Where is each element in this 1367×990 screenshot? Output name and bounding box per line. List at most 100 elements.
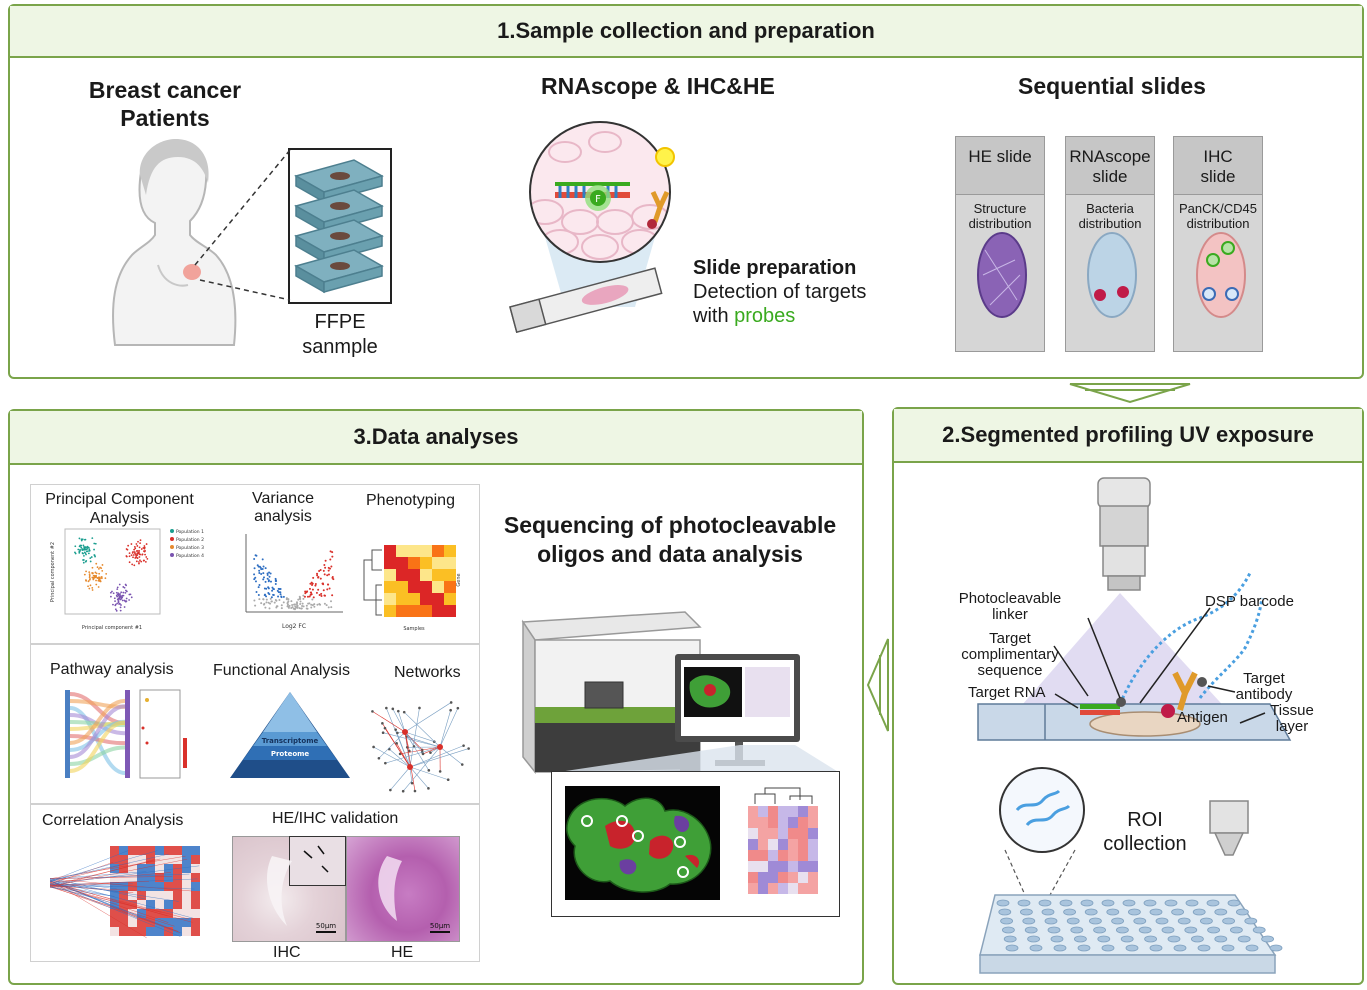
correlation-title: Correlation Analysis xyxy=(42,812,184,829)
variance-title-line2: analysis xyxy=(254,508,312,525)
label-target-antibody: Target antibody xyxy=(1228,671,1300,703)
label-target-comp-line2: complimentary xyxy=(961,646,1059,663)
slide-he-header: HE slide xyxy=(956,137,1044,195)
label-target-comp-line3: sequence xyxy=(977,662,1043,679)
ffpe-label: FFPE sanmple xyxy=(290,310,390,360)
sequencing-title: Sequencing of photocleavable oligos and … xyxy=(495,511,845,569)
he-micrograph xyxy=(346,836,460,942)
pca-scatter-plot: Population 1 Population 2 Population 3 P… xyxy=(50,528,204,631)
ffpe-label-line1: FFPE xyxy=(314,311,366,333)
dsp-mechanism-illustration xyxy=(977,477,1292,741)
patients-title-line1: Breast cancer xyxy=(88,77,242,103)
pca-title: Principal Component Analysis xyxy=(32,490,207,528)
networks-graph xyxy=(371,701,470,793)
phenotyping-xlabel: Samples xyxy=(403,626,425,632)
pca-title-line2: Analysis xyxy=(89,510,150,527)
slide-prep-text: Slide preparation Detection of targets w… xyxy=(693,256,866,328)
label-target-antibody-line1: Target xyxy=(1243,670,1285,687)
output-heatmap xyxy=(748,787,818,894)
panel-3-header: 3.Data analyses xyxy=(10,411,862,465)
phenotyping-ylabel: Gene xyxy=(456,573,462,586)
correlation-heatmap xyxy=(49,846,200,939)
slide-prep-with: with xyxy=(693,305,735,327)
slide-he-desc: Structure distribution xyxy=(956,201,1044,231)
slide-rnascope-header-line1: RNAscope xyxy=(1069,147,1151,166)
slide-he-desc-line2: distribution xyxy=(968,216,1032,231)
slide-rnascope-desc: Bacteria distribution xyxy=(1066,201,1154,231)
slide-ihc-desc-line2: distribution xyxy=(1186,216,1250,231)
slide-ihc-desc-line1: PanCK/CD45 xyxy=(1178,201,1258,216)
panel-1-header: 1.Sample collection and preparation xyxy=(10,6,1362,58)
slide-prep-line3: with probes xyxy=(693,304,866,328)
patient-figure-icon xyxy=(112,139,237,346)
functional-pyramid: Transcriptome Proteome xyxy=(230,692,350,778)
sequencing-title-line1: Sequencing of photocleavable xyxy=(503,512,837,538)
slide-he-header-line1: HE slide xyxy=(968,147,1032,166)
slide-he-desc-line1: Structure xyxy=(973,201,1027,216)
slide-ihc-header-line1: IHC xyxy=(1203,147,1233,166)
slide-prep-probes: probes xyxy=(734,305,796,327)
roi-collection-label: ROI collection xyxy=(1090,808,1200,856)
label-photocleavable-linker: Photocleavable linker xyxy=(950,591,1070,623)
pyramid-transcriptome: Transcriptome xyxy=(262,737,319,745)
slide-ihc-header-line2: slide xyxy=(1200,167,1236,186)
ihc-scale-bar-label: 50μm xyxy=(316,922,336,930)
pca-legend-4: Population 4 xyxy=(176,553,204,559)
pyramid-proteome: Proteome xyxy=(271,750,310,758)
label-target-comp-line1: Target xyxy=(989,630,1031,647)
panel-1-title: 1.Sample collection and preparation xyxy=(497,18,875,43)
zoom-cone xyxy=(552,745,840,773)
panel-2-header: 2.Segmented profiling UV exposure xyxy=(894,409,1362,463)
micrograph-overlays: 50μm 50μm xyxy=(267,845,450,933)
patients-title-line2: Patients xyxy=(120,105,210,131)
slide-prep-line2: Detection of targets xyxy=(693,281,867,303)
variance-title-line1: Variance xyxy=(252,490,314,507)
arrow-left-icon xyxy=(866,638,889,732)
panel-2-title: 2.Segmented profiling UV exposure xyxy=(942,422,1314,447)
ihc-inset xyxy=(289,836,346,886)
slide-prep-title: Slide preparation xyxy=(693,257,857,279)
tissue-segmentation-map xyxy=(565,786,720,900)
panel-3-title: 3.Data analyses xyxy=(353,424,519,449)
sequencing-title-line2: oligos and data analysis xyxy=(537,541,803,567)
slide-ihc-desc: PanCK/CD45 distribution xyxy=(1174,201,1262,231)
label-tissue-line1: Tissue xyxy=(1270,702,1314,719)
pca-legend-2: Population 2 xyxy=(176,537,204,543)
pca-legend-1: Population 1 xyxy=(176,529,204,535)
pca-legend-3: Population 3 xyxy=(176,545,204,551)
validation-title: HE/IHC validation xyxy=(272,810,399,827)
pca-ylabel: Principal component #2 xyxy=(50,542,56,602)
ffpe-connector-lines xyxy=(194,149,291,301)
label-photocleavable-line2: linker xyxy=(992,606,1028,623)
slide-rnascope-header: RNAscope slide xyxy=(1066,137,1154,195)
slide-rnascope-desc-line2: distribution xyxy=(1078,216,1142,231)
rnascope-magnifier-illustration: F xyxy=(509,121,675,334)
slide-rnascope-header-line2: slide xyxy=(1092,167,1128,186)
slide-tissue-icons xyxy=(977,232,1246,318)
roi-label-line1: ROI xyxy=(1127,809,1163,831)
arrow-down-icon xyxy=(1069,383,1191,404)
variance-xlabel: Log2 FC xyxy=(282,623,306,630)
pca-title-line1: Principal Component xyxy=(45,491,194,508)
label-target-complementary: Target complimentary sequence xyxy=(950,631,1070,679)
probe-letter: F xyxy=(595,194,601,205)
slide-rnascope-desc-line1: Bacteria xyxy=(1086,201,1134,216)
label-dsp-barcode: DSP barcode xyxy=(1205,593,1294,610)
he-label: HE xyxy=(391,944,414,961)
functional-title: Functional Analysis xyxy=(213,662,350,679)
rnascope-title: RNAscope & IHC&HE xyxy=(541,73,775,99)
label-target-rna: Target RNA xyxy=(968,684,1046,701)
he-scale-bar-label: 50μm xyxy=(430,922,450,930)
pathway-title: Pathway analysis xyxy=(50,661,174,678)
ihc-label: IHC xyxy=(273,944,301,961)
roi-collection-illustration xyxy=(979,767,1283,974)
roi-label-line2: collection xyxy=(1103,833,1187,855)
phenotyping-heatmap: Samples Gene xyxy=(363,545,462,632)
volcano-plot: Log2 FC xyxy=(245,534,343,630)
variance-title: Variance analysis xyxy=(233,490,333,526)
label-photocleavable-line1: Photocleavable xyxy=(958,590,1062,607)
sequential-slides-title: Sequential slides xyxy=(1018,73,1206,99)
slide-ihc-header: IHC slide xyxy=(1174,137,1262,195)
label-tissue-line2: layer xyxy=(1275,718,1309,735)
ffpe-label-line2: sanmple xyxy=(302,336,378,358)
